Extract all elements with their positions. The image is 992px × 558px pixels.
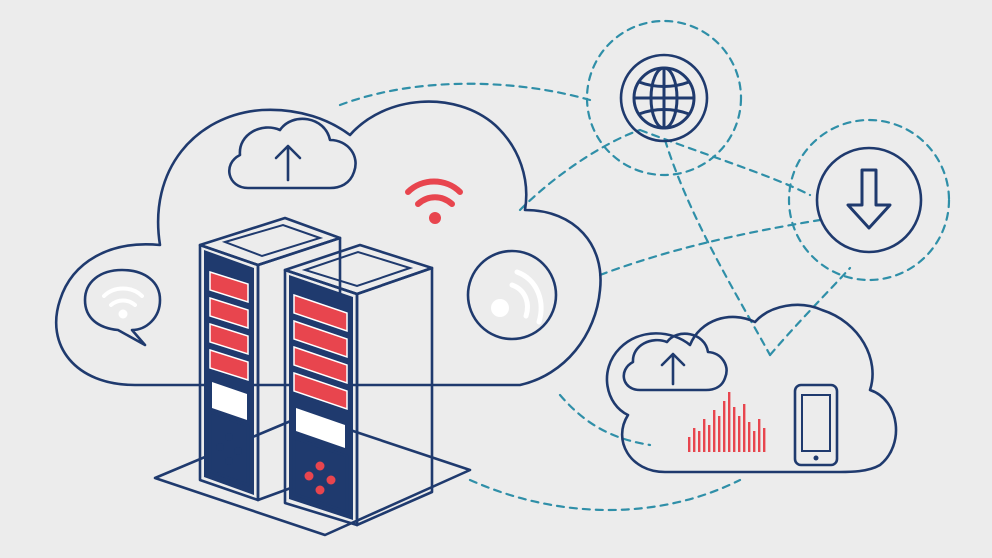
wifi-chat-bubble-icon [83, 268, 162, 347]
audio-wave-bar [703, 419, 706, 452]
globe-icon [585, 19, 743, 177]
audio-wave-bar [748, 422, 751, 452]
audio-wave-bar [723, 401, 726, 452]
small-cloud-outline [605, 303, 898, 474]
tablet-icon [793, 383, 839, 467]
audio-wave-icon [688, 392, 766, 452]
audio-wave-bar [738, 416, 741, 452]
server-rack-right [283, 243, 434, 527]
audio-wave-bar [733, 407, 736, 452]
download-arrow-icon [787, 118, 951, 282]
audio-wave-bar [753, 431, 756, 452]
audio-wave-bar [693, 428, 696, 452]
server-rack-left [198, 216, 342, 502]
audio-wave-bar [698, 431, 701, 452]
audio-wave-bar [758, 419, 761, 452]
audio-wave-bar [718, 416, 721, 452]
audio-wave-bar [708, 425, 711, 452]
audio-wave-bar [743, 404, 746, 452]
upload-cloud-icon [228, 117, 357, 190]
audio-wave-bar [713, 410, 716, 452]
audio-wave-bar [728, 392, 731, 452]
upload-cloud-small-icon [622, 332, 728, 392]
server-rack-icon [153, 216, 472, 537]
audio-wave-bar [763, 428, 766, 452]
network-connections [338, 82, 852, 511]
wifi-icon [405, 178, 463, 224]
audio-wave-bar [688, 437, 691, 452]
broadcast-signal-icon [466, 249, 558, 341]
main-cloud-outline [54, 100, 602, 387]
